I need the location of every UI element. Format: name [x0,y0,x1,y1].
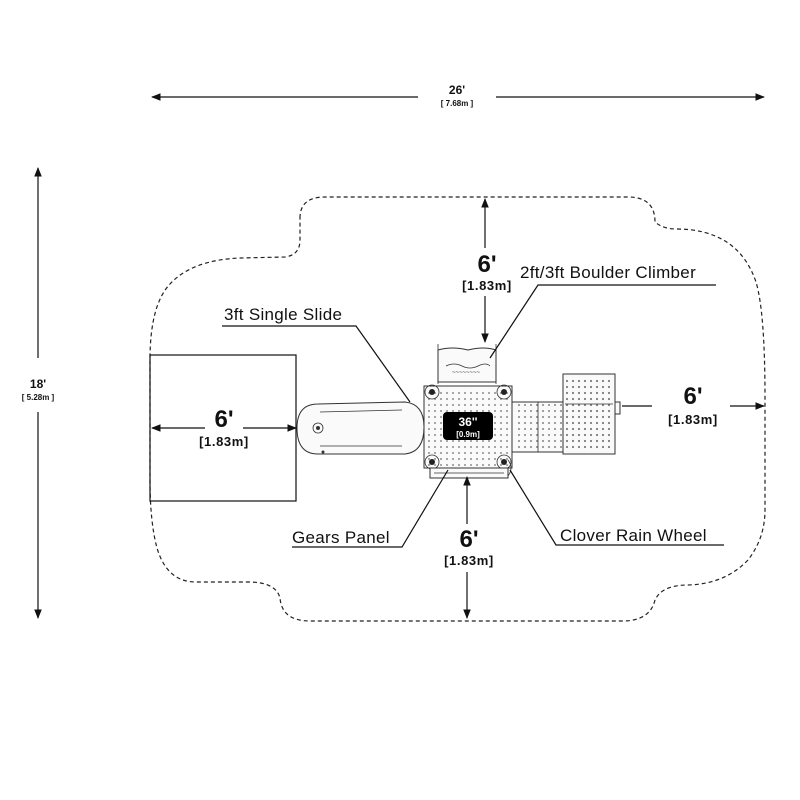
right-clearance-feet: 6' [683,383,702,410]
overall-width-dimension: 26' [ 7.68m ] [151,83,765,108]
side-climber [511,373,621,455]
gears-panel-label: Gears Panel [292,528,390,547]
overall-width-metric: [ 7.68m ] [441,99,474,108]
overall-depth-dimension: 18' [ 5.28m ] [22,167,55,619]
slide-runout-zone: 6' [1.83m] [149,354,297,502]
overall-depth-feet: 18' [30,377,46,391]
deck-height: 36'' [458,415,477,429]
use-zone-outline [149,196,766,622]
single-slide [296,401,425,455]
top-clearance-feet: 6' [477,251,496,278]
deck-height-badge: 36'' [0.9m] [443,412,493,440]
overall-depth-metric: [ 5.28m ] [22,393,55,402]
right-clearance-metric: [1.83m] [668,412,718,427]
label-gears-panel: Gears Panel [292,469,449,548]
bottom-clearance-metric: [1.83m] [444,553,494,568]
bottom-clearance-dimension: 6' [1.83m] [444,476,494,619]
top-clearance-dimension: 6' [1.83m] [462,198,512,343]
boulder-climber: ~~~~~~~~ [437,344,497,384]
runout-metric: [1.83m] [199,434,249,449]
label-clover-wheel: Clover Rain Wheel [509,469,724,546]
label-boulder-climber: 2ft/3ft Boulder Climber [489,263,716,359]
label-single-slide: 3ft Single Slide [222,305,411,403]
bottom-clearance-feet: 6' [459,526,478,553]
deck-height-metric: [0.9m] [456,430,480,439]
svg-text:~~~~~~~~: ~~~~~~~~ [452,370,481,376]
single-slide-label: 3ft Single Slide [224,305,342,324]
clover-wheel-label: Clover Rain Wheel [560,526,707,545]
runout-feet: 6' [214,406,233,433]
boulder-climber-label: 2ft/3ft Boulder Climber [520,263,696,282]
top-clearance-metric: [1.83m] [462,278,512,293]
overall-width-feet: 26' [449,83,465,97]
right-clearance-dimension: 6' [1.83m] [622,383,765,427]
